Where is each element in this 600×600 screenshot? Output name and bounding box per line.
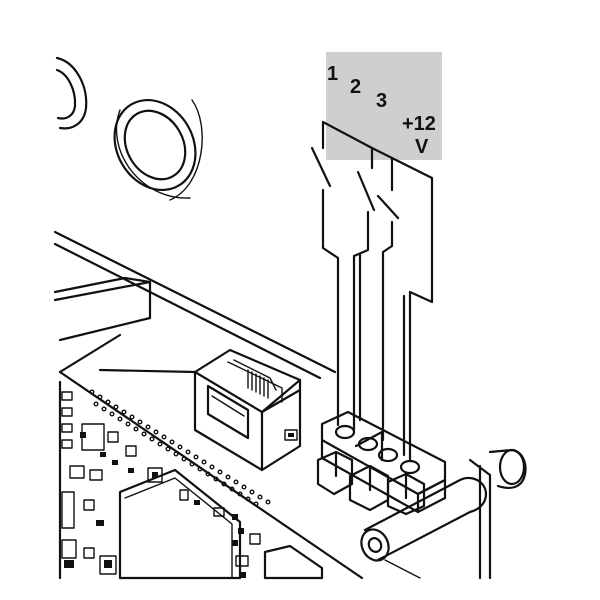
board-components bbox=[61, 391, 261, 578]
enclosure-openings bbox=[55, 56, 203, 201]
circuit-board bbox=[58, 368, 364, 580]
secondary-ic-chip bbox=[263, 544, 324, 580]
terminal-label-12v: +12 bbox=[402, 113, 436, 135]
board-via-holes bbox=[89, 389, 271, 507]
main-ic-chip bbox=[118, 468, 242, 580]
terminal-block bbox=[316, 410, 447, 516]
mounting-standoff bbox=[360, 448, 527, 580]
rj45-network-jack bbox=[193, 348, 302, 472]
label-band bbox=[326, 52, 442, 160]
terminal-label-2: 2 bbox=[350, 76, 361, 98]
terminal-label-1: 1 bbox=[327, 63, 338, 85]
switch-wiring bbox=[310, 120, 434, 462]
terminal-label-12v-unit: V bbox=[415, 136, 429, 158]
enclosure-wall bbox=[53, 230, 337, 380]
terminal-label-3: 3 bbox=[376, 90, 387, 112]
